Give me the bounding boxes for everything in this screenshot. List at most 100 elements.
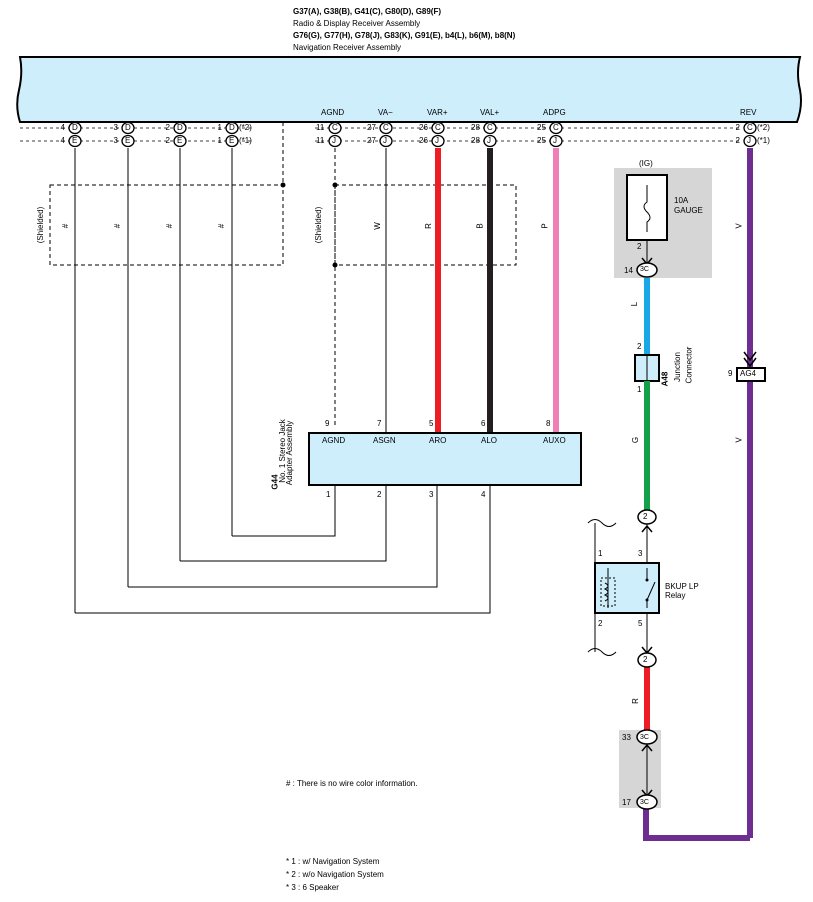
relay-conn-bottom: 2 (643, 655, 648, 664)
pin-connector (68, 134, 82, 148)
pin-connector (431, 121, 445, 135)
pin-note: (*1) (239, 136, 252, 145)
receiver-subtitle-1: Radio & Display Receiver Assembly (293, 19, 421, 28)
shielded-label-left: (Shielded) (36, 206, 46, 244)
wire-hash-4: # (217, 223, 227, 229)
pin-connector-letter: J (332, 136, 336, 145)
pin-number: 1 (217, 123, 222, 132)
adapter-pin-4: 4 (481, 490, 486, 499)
pin-connector (173, 121, 187, 135)
pin-number: 4 (60, 123, 65, 132)
pin-connector (225, 121, 239, 135)
pin-connector (121, 134, 135, 148)
term-var-plus: VAR+ (427, 108, 448, 117)
ag4-pin: 9 (728, 369, 733, 378)
adapter-pin-3: 3 (429, 490, 434, 499)
relay-name-1: BKUP LP (665, 582, 699, 591)
junction-pin-bottom: 1 (637, 385, 642, 394)
pin-number: 25 (537, 136, 546, 145)
pin-connector-letter: D (125, 123, 131, 132)
term-adpg: ADPG (543, 108, 566, 117)
pin-connector-letter: C (332, 123, 338, 132)
relay-conn-top: 2 (643, 512, 648, 521)
wire-hash-1: # (61, 223, 71, 229)
shielded-label-right: (Shielded) (314, 206, 324, 244)
wire-color-v-mid: V (734, 437, 744, 443)
pin-connector (743, 134, 757, 148)
pin-number: 26 (419, 136, 428, 145)
adapter-pin-5: 5 (429, 419, 434, 428)
lower-conn-a: 3C (640, 734, 649, 741)
junction-name-2: Connector (684, 346, 694, 384)
wire-color-w: W (372, 222, 382, 230)
receiver-body (16, 56, 802, 123)
relay-box (594, 562, 660, 614)
pin-connector-letter: E (229, 136, 235, 145)
fuse-conn-pin: 14 (624, 266, 633, 275)
pin-number: 2 (165, 123, 170, 132)
adapter-pin-9: 9 (325, 419, 330, 428)
pin-connector (483, 121, 497, 135)
pin-connector-letter: J (383, 136, 387, 145)
pin-note: (*2) (239, 123, 252, 132)
adapter-box (308, 432, 582, 486)
pin-number: 27 (367, 123, 376, 132)
lower-conn-b: 3C (640, 799, 649, 806)
pin-connector (549, 134, 563, 148)
pin-number: 4 (60, 136, 65, 145)
pin-connector-letter: J (487, 136, 491, 145)
relay-pin-2: 2 (598, 619, 603, 628)
term-val-plus: VAL+ (480, 108, 500, 117)
pin-number: 25 (537, 123, 546, 132)
wire-color-b: B (475, 223, 485, 229)
pin-connector-letter: C (487, 123, 493, 132)
pin-connector (743, 121, 757, 135)
note-hash: # : There is no wire color information. (286, 779, 418, 788)
pin-connector-letter: C (553, 123, 559, 132)
shielded-box-left (49, 184, 284, 266)
pin-connector (431, 134, 445, 148)
junction-name-1: Junction (672, 352, 682, 382)
relay-pin-3: 3 (638, 549, 643, 558)
adapter-pin-7: 7 (377, 419, 382, 428)
wire-color-l: L (630, 301, 640, 307)
relay-pin-1: 1 (598, 549, 603, 558)
adapter-term-aro: ARO (429, 436, 447, 445)
adapter-pin-6: 6 (481, 419, 486, 428)
receiver-subtitle-2: Navigation Receiver Assembly (293, 43, 402, 52)
pin-number: 27 (367, 136, 376, 145)
pin-connector (549, 121, 563, 135)
adapter-pin-2: 2 (377, 490, 382, 499)
pin-connector-letter: J (435, 136, 439, 145)
lower-conn-area (619, 730, 661, 808)
note-1: * 1 : w/ Navigation System (286, 857, 380, 866)
pin-number: 28 (471, 136, 480, 145)
pin-number: 2 (735, 123, 740, 132)
fuse-name: GAUGE (674, 206, 703, 215)
wire-color-g: G (631, 436, 641, 444)
relay-name-2: Relay (665, 591, 686, 600)
adapter-term-asgn: ASGN (373, 436, 396, 445)
shielded-box-right (334, 184, 517, 266)
junction-code: A48 (660, 371, 670, 387)
pin-note: (*2) (757, 123, 770, 132)
adapter-term-alo: ALO (481, 436, 498, 445)
ag4-box (736, 367, 766, 382)
fuse-pin: 2 (637, 242, 642, 251)
pin-number: 11 (316, 136, 325, 145)
adapter-name-2: Adapter Assembly (285, 420, 295, 486)
pin-number: 3 (113, 136, 118, 145)
pin-number: 1 (217, 136, 222, 145)
pin-connector-letter: J (553, 136, 557, 145)
pin-connector-letter: E (177, 136, 183, 145)
pin-connector (328, 134, 342, 148)
pin-connector-letter: C (747, 123, 753, 132)
pin-number: 11 (316, 123, 325, 132)
wire-color-r: R (423, 223, 433, 229)
wire-color-p: P (540, 223, 550, 229)
pin-connector-letter: D (229, 123, 235, 132)
fuse-rating: 10A (674, 196, 689, 205)
pin-connector (225, 134, 239, 148)
pin-connector-letter: E (125, 136, 131, 145)
